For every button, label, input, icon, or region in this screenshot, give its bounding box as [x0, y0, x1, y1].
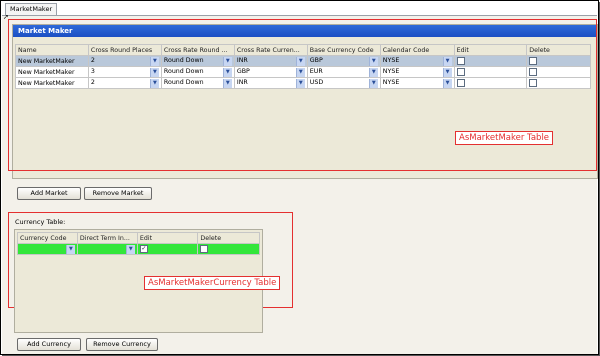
tab-marketmaker[interactable]: MarketMaker [5, 3, 58, 15]
delete-cell [526, 77, 591, 89]
edit-checkbox[interactable] [456, 68, 465, 76]
table-row[interactable]: New MarketMaker 3▼ Round Down▼ GBP▼ EUR▼… [15, 66, 591, 78]
add-market-button[interactable]: Add Market [17, 187, 81, 200]
currency-table: Currency Code Direct Term In... Edit Del… [17, 232, 260, 255]
chevron-down-icon[interactable]: ▼ [149, 56, 159, 66]
delete-cell [197, 243, 260, 255]
market-maker-table: Name Cross Round Places Cross Rate Round… [15, 44, 591, 89]
delete-checkbox[interactable] [529, 57, 538, 65]
chevron-down-icon[interactable]: ▼ [295, 67, 305, 77]
col-delete-header[interactable]: Delete [197, 232, 260, 244]
calendar-dropdown[interactable]: NYSE▼ [379, 77, 455, 89]
delete-checkbox[interactable] [529, 79, 538, 87]
chevron-down-icon[interactable]: ▼ [65, 244, 75, 254]
chevron-down-icon[interactable]: ▼ [222, 78, 232, 88]
delete-checkbox[interactable] [529, 68, 538, 76]
chevron-down-icon[interactable]: ▼ [295, 78, 305, 88]
chevron-down-icon[interactable]: ▼ [442, 67, 452, 77]
delete-checkbox[interactable] [200, 245, 209, 253]
calendar-dropdown[interactable]: NYSE▼ [379, 66, 455, 78]
calendar-dropdown[interactable]: NYSE▼ [379, 55, 455, 67]
table-row[interactable]: New MarketMaker 2▼ Round Down▼ INR▼ GBP▼… [15, 55, 591, 67]
chevron-down-icon[interactable]: ▼ [295, 56, 305, 66]
chevron-down-icon[interactable]: ▼ [442, 78, 452, 88]
currency-table-label: Currency Table: [15, 218, 66, 226]
edit-cell [453, 55, 528, 67]
chevron-down-icon[interactable]: ▼ [442, 56, 452, 66]
chevron-down-icon[interactable]: ▼ [368, 78, 378, 88]
market-maker-panel: Market Maker Name Cross Round Places Cro… [12, 24, 598, 179]
chevron-down-icon[interactable]: ▼ [149, 78, 159, 88]
edit-checkbox[interactable] [456, 79, 465, 87]
col-direct-term-header[interactable]: Direct Term In... [76, 232, 138, 244]
currency-table-annotation: AsMarketMakerCurrency Table [144, 276, 281, 290]
round-mode-dropdown[interactable]: Round Down▼ [160, 55, 235, 67]
market-table-highlight [8, 19, 597, 171]
edit-checkbox[interactable] [456, 57, 465, 65]
remove-market-button[interactable]: Remove Market [84, 187, 152, 200]
chevron-down-icon[interactable]: ▼ [368, 67, 378, 77]
tab-bar: MarketMaker [2, 2, 597, 16]
chevron-down-icon[interactable]: ▼ [125, 244, 135, 254]
currency-code-dropdown[interactable]: ▼ [17, 243, 78, 255]
rate-currency-dropdown[interactable]: INR▼ [233, 77, 308, 89]
col-delete-header[interactable]: Delete [526, 44, 591, 56]
col-edit-header[interactable]: Edit [136, 232, 199, 244]
chevron-down-icon[interactable]: ▼ [222, 67, 232, 77]
chevron-down-icon[interactable]: ▼ [222, 56, 232, 66]
round-places-dropdown[interactable]: 2▼ [87, 77, 162, 89]
round-mode-dropdown[interactable]: Round Down▼ [160, 77, 235, 89]
table-header-row: Currency Code Direct Term In... Edit Del… [17, 232, 260, 244]
edit-checkbox[interactable]: ✓ [139, 245, 148, 253]
table-row[interactable]: ▼ ▼ ✓ [17, 243, 260, 255]
chevron-down-icon[interactable]: ▼ [368, 56, 378, 66]
add-currency-button[interactable]: Add Currency [17, 338, 81, 351]
remove-currency-button[interactable]: Remove Currency [86, 338, 158, 351]
col-round-mode-header[interactable]: Cross Rate Round ... [160, 44, 235, 56]
market-table-annotation: AsMarketMaker Table [455, 131, 554, 145]
cursor-icon: ➚ [3, 13, 9, 21]
direct-term-dropdown[interactable]: ▼ [76, 243, 138, 255]
base-currency-dropdown[interactable]: USD▼ [306, 77, 381, 89]
panel-title: Market Maker [13, 25, 597, 37]
table-row[interactable]: New MarketMaker 2▼ Round Down▼ INR▼ USD▼… [15, 77, 591, 89]
edit-cell: ✓ [136, 243, 199, 255]
col-currency-code-header[interactable]: Currency Code [17, 232, 78, 244]
chevron-down-icon[interactable]: ▼ [149, 67, 159, 77]
